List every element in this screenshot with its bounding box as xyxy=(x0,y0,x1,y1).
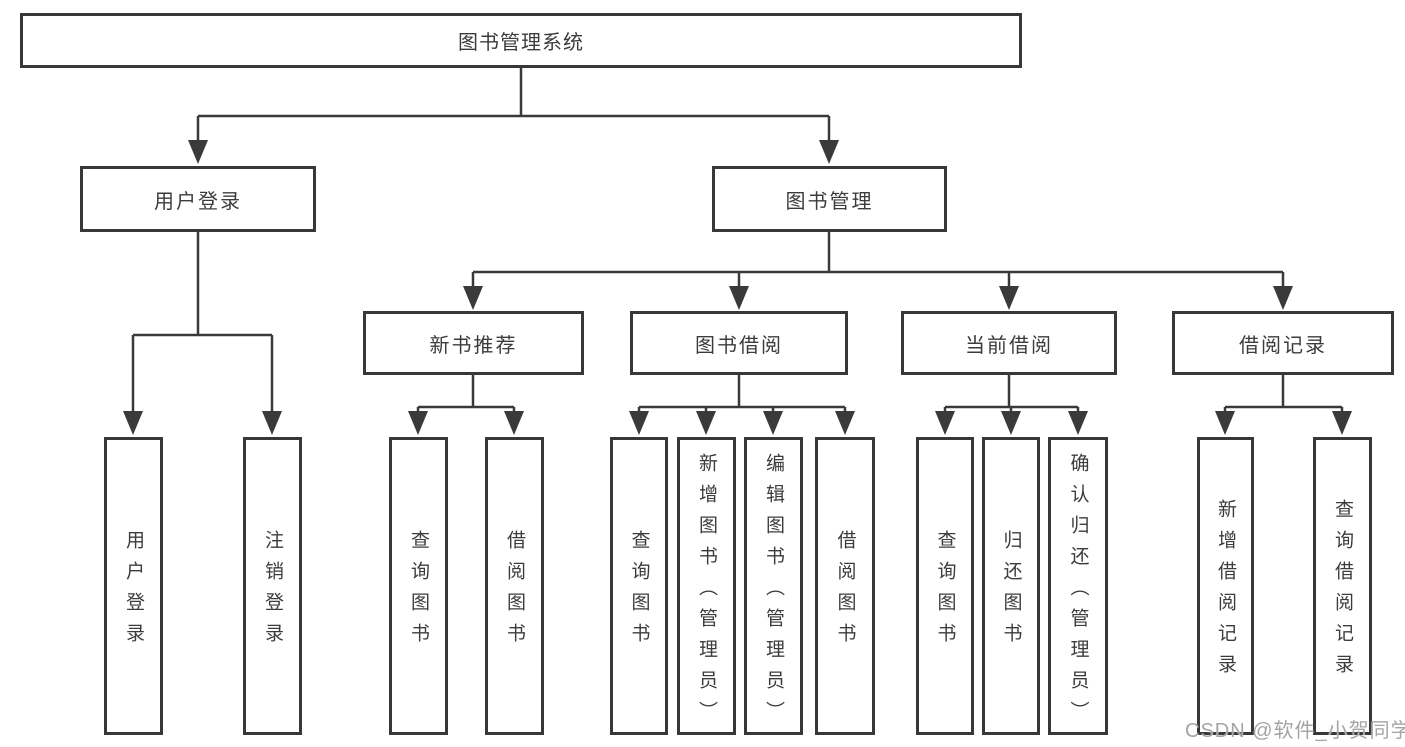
leaf-label: 编辑图书（管理员） xyxy=(763,452,784,732)
leaf-query-books-1: 查询图书 xyxy=(389,437,448,735)
arrowhead-icon xyxy=(1273,286,1293,310)
arrowhead-icon xyxy=(188,140,208,164)
connector-level2-to-leaves xyxy=(416,375,1344,414)
leaf-label: 归还图书 xyxy=(1000,530,1022,654)
arrowhead-icon xyxy=(696,411,716,435)
arrowhead-icon xyxy=(819,140,839,164)
csdn-watermark: CSDN @软件_小贺同学 xyxy=(1185,720,1405,742)
leaf-label: 新增图书（管理员） xyxy=(696,452,717,732)
leaf-edit-books-admin: 编辑图书（管理员） xyxy=(744,437,803,735)
leaf-user-login: 用户登录 xyxy=(104,437,163,735)
node-book-management: 图书管理 xyxy=(712,166,947,232)
leaf-label: 借阅图书 xyxy=(504,530,525,654)
arrowhead-icon xyxy=(408,411,428,435)
arrowhead-icon xyxy=(1332,411,1352,435)
node-new-book-recommend: 新书推荐 xyxy=(363,311,584,375)
arrowhead-icon xyxy=(763,411,783,435)
connector-userlogin-to-leaves xyxy=(131,232,274,414)
leaf-query-books-3: 查询图书 xyxy=(916,437,974,735)
leaf-label: 新增借阅记录 xyxy=(1215,499,1236,685)
node-label: 当前借阅 xyxy=(965,334,1053,357)
arrowhead-icon xyxy=(1068,411,1088,435)
node-library-management-system: 图书管理系统 xyxy=(20,13,1022,68)
arrowhead-icon xyxy=(262,411,282,435)
leaf-borrow-books-2: 借阅图书 xyxy=(815,437,875,735)
leaf-confirm-return-admin: 确认归还（管理员） xyxy=(1048,437,1108,735)
leaf-label: 查询图书 xyxy=(628,530,650,654)
arrowhead-icon xyxy=(835,411,855,435)
node-label: 图书管理 xyxy=(785,190,874,213)
connector-bookmgmt-to-level2 xyxy=(471,232,1285,289)
arrowhead-icon xyxy=(999,286,1019,310)
leaf-borrow-books-1: 借阅图书 xyxy=(485,437,544,735)
leaf-logout: 注销登录 xyxy=(243,437,302,735)
node-label: 借阅记录 xyxy=(1239,334,1327,357)
node-label: 新书推荐 xyxy=(429,334,518,357)
leaf-label: 查询图书 xyxy=(408,530,429,654)
leaf-label: 注销登录 xyxy=(262,530,283,654)
leaf-add-books-admin: 新增图书（管理员） xyxy=(677,437,736,735)
node-user-login: 用户登录 xyxy=(80,166,316,232)
leaf-query-borrow-record: 查询借阅记录 xyxy=(1313,437,1372,735)
leaf-return-books: 归还图书 xyxy=(982,437,1040,735)
arrowhead-icon xyxy=(1001,411,1021,435)
node-current-borrow: 当前借阅 xyxy=(901,311,1117,375)
arrowhead-icon xyxy=(463,286,483,310)
arrowhead-icon xyxy=(629,411,649,435)
connector-paths xyxy=(131,68,1344,414)
arrowhead-icon xyxy=(504,411,524,435)
node-borrow-record: 借阅记录 xyxy=(1172,311,1394,375)
node-label: 用户登录 xyxy=(154,190,242,213)
node-label: 图书借阅 xyxy=(695,334,783,357)
leaf-label: 用户登录 xyxy=(123,530,144,654)
leaf-add-borrow-record: 新增借阅记录 xyxy=(1197,437,1254,735)
leaf-label: 借阅图书 xyxy=(834,530,856,654)
node-label: 图书管理系统 xyxy=(458,32,584,54)
leaf-label: 查询图书 xyxy=(934,530,956,654)
leaf-label: 确认归还（管理员） xyxy=(1067,452,1089,732)
leaf-label: 查询借阅记录 xyxy=(1332,499,1353,685)
connector-root-to-level1 xyxy=(196,68,831,142)
arrowhead-icon xyxy=(123,411,143,435)
arrowhead-icon xyxy=(1215,411,1235,435)
arrowhead-icon xyxy=(935,411,955,435)
node-book-borrow: 图书借阅 xyxy=(630,311,848,375)
arrowheads xyxy=(123,140,1352,435)
leaf-query-books-2: 查询图书 xyxy=(610,437,668,735)
arrowhead-icon xyxy=(729,286,749,310)
